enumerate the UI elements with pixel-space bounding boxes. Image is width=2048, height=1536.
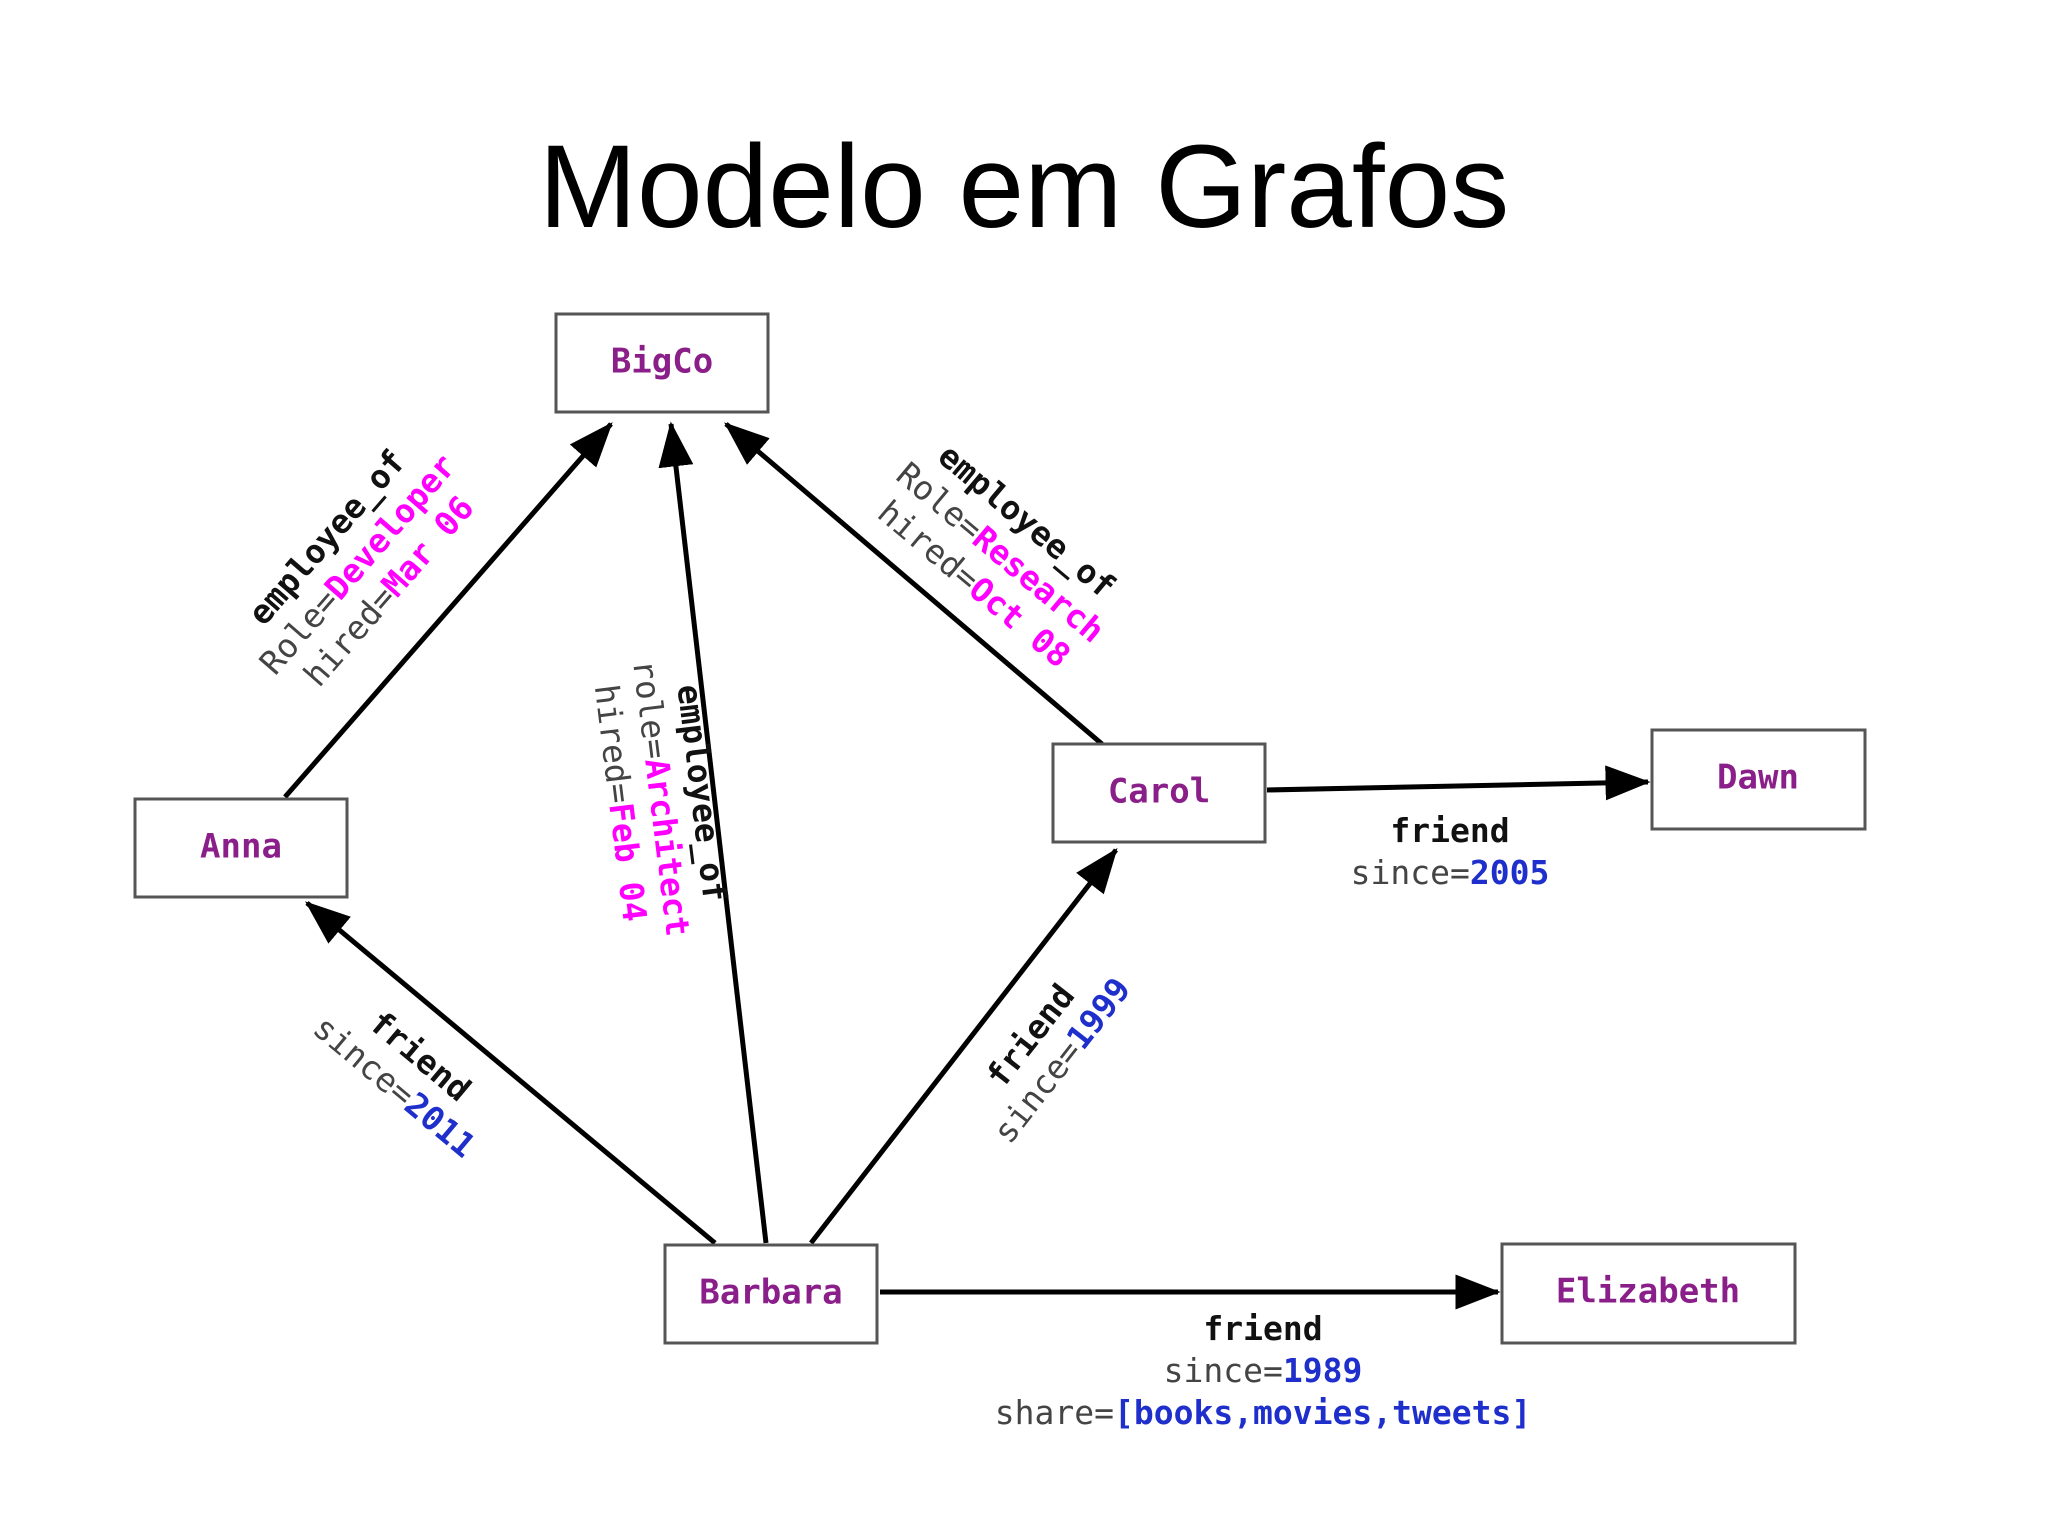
slide-title: Modelo em Grafos — [538, 121, 1510, 253]
edge-property-since: since=2005 — [1351, 853, 1550, 892]
edge-property-since: since=1989 — [1164, 1351, 1363, 1390]
node-elizabeth[interactable]: Elizabeth — [1500, 1242, 1797, 1345]
label-barbara-anna: friend since=2011 — [306, 1003, 483, 1166]
nodes: BigCo Anna Carol Dawn Barbara Elizabeth — [133, 312, 1867, 1345]
edge-carol-to-dawn — [1266, 765, 1651, 801]
edge-property-share: share=[books,movies,tweets] — [995, 1393, 1531, 1432]
node-bigco-label: BigCo — [611, 342, 713, 382]
node-dawn[interactable]: Dawn — [1650, 728, 1867, 831]
label-barbara-bigco: employee_of role=Architect hired=Feb 04 — [587, 658, 735, 939]
label-anna-bigco: employee_of Role=Developer hired=Mar 06 — [240, 442, 481, 694]
edge-name-label: friend — [1390, 811, 1509, 850]
edges — [283, 421, 1651, 1310]
node-barbara[interactable]: Barbara — [663, 1243, 879, 1345]
node-carol-label: Carol — [1108, 772, 1210, 812]
edge-barbara-to-anna — [305, 901, 717, 1245]
edge-barbara-to-carol — [809, 848, 1118, 1245]
label-carol-bigco: employee_of Role=Research hired=Oct 08 — [870, 436, 1123, 676]
label-carol-dawn: friend since=2005 — [1351, 811, 1550, 892]
node-dawn-label: Dawn — [1717, 758, 1799, 798]
node-barbara-label: Barbara — [699, 1273, 842, 1313]
edge-name-label: friend — [1203, 1309, 1322, 1348]
label-barbara-elizabeth: friend since=1989 share=[books,movies,tw… — [995, 1309, 1531, 1432]
edge-barbara-to-bigco — [658, 421, 769, 1244]
node-carol[interactable]: Carol — [1051, 742, 1267, 844]
edge-anna-to-bigco — [283, 422, 613, 799]
node-bigco[interactable]: BigCo — [554, 312, 770, 414]
node-anna[interactable]: Anna — [133, 797, 349, 899]
node-elizabeth-label: Elizabeth — [1556, 1272, 1740, 1312]
label-barbara-carol: friend since=1999 — [978, 970, 1138, 1151]
edge-carol-to-bigco — [724, 422, 1104, 746]
node-anna-label: Anna — [200, 827, 282, 867]
